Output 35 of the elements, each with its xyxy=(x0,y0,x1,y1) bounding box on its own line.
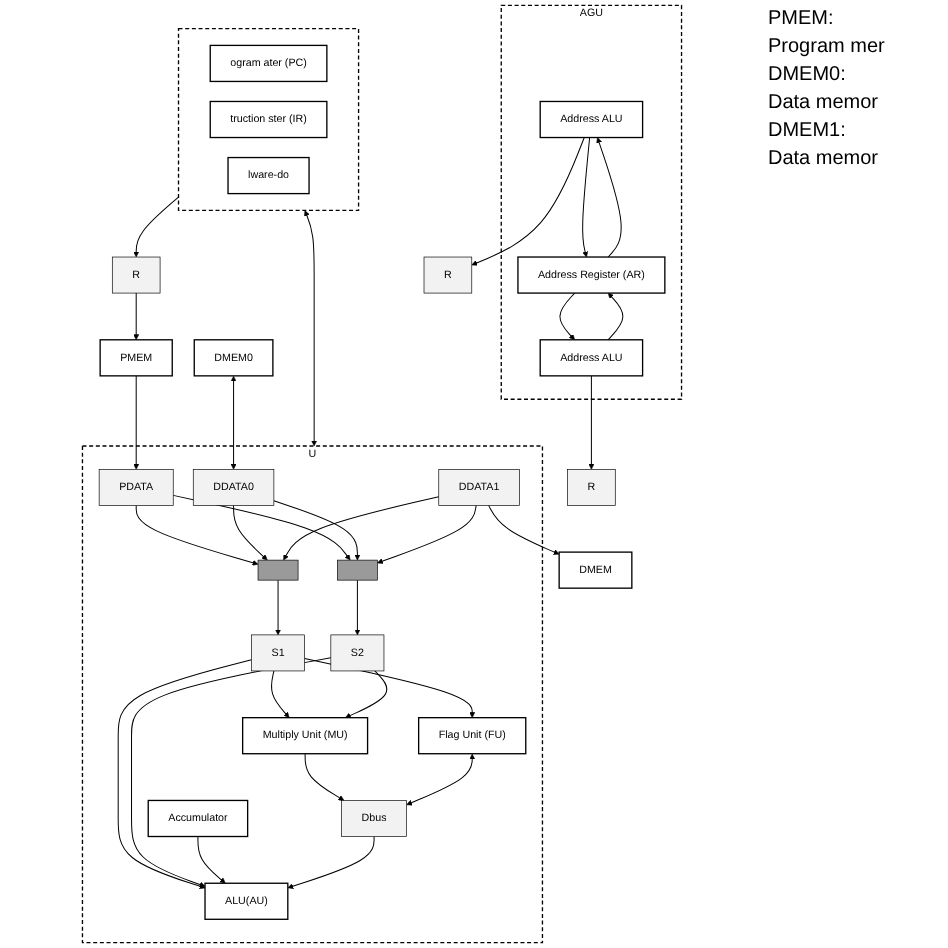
arrow xyxy=(345,670,388,719)
arrow xyxy=(275,579,281,636)
arrow xyxy=(133,196,179,258)
arrow xyxy=(117,659,252,890)
arrow xyxy=(607,292,624,341)
note-text: Program mer xyxy=(768,36,887,58)
arrow xyxy=(304,210,318,447)
arrow xyxy=(582,137,591,258)
note-text: DMEM1: xyxy=(768,120,848,142)
arrow xyxy=(354,579,361,636)
arrow xyxy=(377,504,477,564)
arrow xyxy=(287,836,375,889)
arrow xyxy=(559,292,576,341)
arrow xyxy=(471,137,585,266)
arrow xyxy=(406,753,476,806)
cluster xyxy=(177,28,360,211)
arrow xyxy=(273,500,361,561)
note-text: Data memor xyxy=(768,148,881,170)
node-bar xyxy=(337,559,378,581)
note-text: Data memor xyxy=(768,92,881,114)
arrow xyxy=(304,753,345,801)
arrow xyxy=(271,670,290,718)
arrow xyxy=(135,504,259,566)
arrow xyxy=(133,292,140,341)
note-text: PMEM: xyxy=(768,8,836,30)
node-bar xyxy=(257,559,299,581)
arrow xyxy=(197,836,226,884)
arrow xyxy=(596,137,622,258)
arrow xyxy=(233,504,268,561)
arrow xyxy=(283,496,440,561)
arrow xyxy=(133,375,140,470)
arrow xyxy=(488,504,560,555)
note-text: DMEM0: xyxy=(768,64,848,86)
arrow xyxy=(230,375,237,470)
arrow xyxy=(588,375,595,470)
